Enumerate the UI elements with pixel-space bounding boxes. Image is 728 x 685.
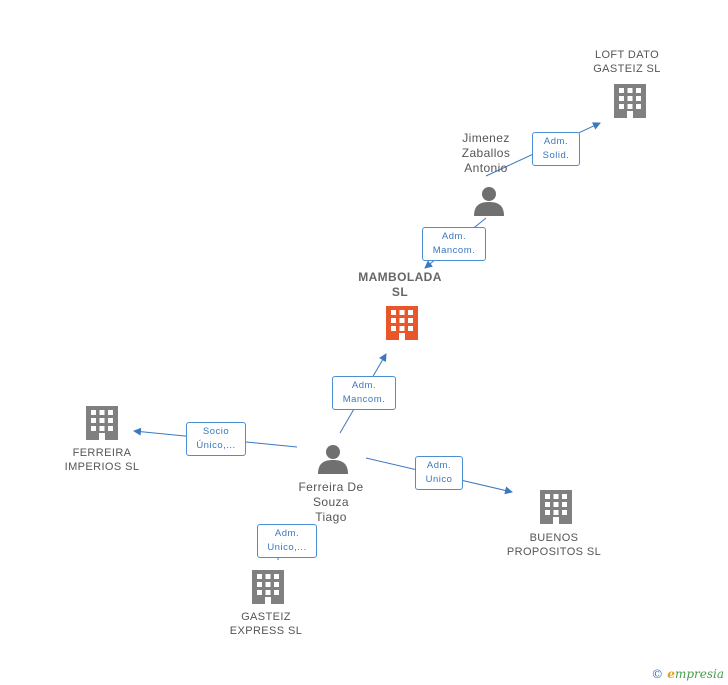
- edge-label-line: Único,...: [196, 440, 236, 451]
- label-line: Tiago: [315, 510, 347, 524]
- node-label-jimenez[interactable]: Jimenez Zaballos Antonio: [446, 131, 526, 176]
- brand-name: mpresia: [674, 667, 724, 681]
- label-line: LOFT DATO: [594, 49, 660, 61]
- label-line: Jimenez: [462, 131, 510, 145]
- edge-label-line: Adm.: [543, 136, 569, 147]
- edge-label-socio-unico[interactable]: Socio Único,...: [186, 422, 246, 456]
- node-label-ferreira-souza[interactable]: Ferreira De Souza Tiago: [283, 480, 379, 525]
- edge-label-adm-unico-gasteiz[interactable]: Adm. Unico,...: [257, 524, 317, 558]
- label-line: Antonio: [464, 161, 508, 175]
- edge-label-line: Mancom.: [432, 245, 476, 256]
- label-line: GASTEIZ SL: [593, 63, 661, 75]
- label-line: Ferreira De: [298, 480, 364, 494]
- brand-footer: ©empresia: [651, 667, 724, 681]
- building-icon[interactable]: [252, 570, 284, 604]
- building-icon[interactable]: [614, 84, 646, 118]
- edge-label-line: Adm.: [426, 460, 452, 471]
- edge-label-line: Adm.: [351, 380, 377, 391]
- edge-label-line: Solid.: [542, 150, 570, 161]
- edge-label-line: Adm.: [274, 528, 300, 539]
- edge-label-adm-mancom-jimenez[interactable]: Adm. Mancom.: [422, 227, 486, 261]
- person-icon[interactable]: [474, 187, 504, 216]
- label-line: PROPOSITOS SL: [506, 546, 602, 558]
- label-line: BUENOS: [529, 532, 579, 544]
- node-label-buenos-propositos[interactable]: BUENOS PROPOSITOS SL: [498, 531, 610, 559]
- edge-label-line: Adm.: [441, 231, 467, 242]
- label-line: MAMBOLADA: [358, 270, 442, 284]
- person-icon[interactable]: [318, 445, 348, 474]
- building-icon[interactable]: [386, 306, 418, 340]
- copyright-icon: ©: [651, 667, 664, 681]
- edge-label-line: Unico: [425, 474, 453, 485]
- node-label-gasteiz-express[interactable]: GASTEIZ EXPRESS SL: [218, 610, 314, 638]
- building-icon[interactable]: [540, 490, 572, 524]
- edge-label-line: Socio: [202, 426, 230, 437]
- brand-initial: e: [667, 667, 675, 681]
- label-line: SL: [391, 285, 409, 299]
- edge-label-adm-unico-buenos[interactable]: Adm. Unico: [415, 456, 463, 490]
- node-label-ferreira-imperios[interactable]: FERREIRA IMPERIOS SL: [52, 446, 152, 474]
- edge-label-line: Mancom.: [342, 394, 386, 405]
- label-line: IMPERIOS SL: [64, 461, 140, 473]
- node-label-mambolada[interactable]: MAMBOLADA SL: [350, 270, 450, 300]
- edge-label-line: Unico,...: [267, 542, 307, 553]
- node-label-loft-dato[interactable]: LOFT DATO GASTEIZ SL: [582, 48, 672, 76]
- label-line: Zaballos: [461, 146, 511, 160]
- label-line: FERREIRA: [72, 447, 132, 459]
- label-line: EXPRESS SL: [229, 625, 303, 637]
- building-icon[interactable]: [86, 406, 118, 440]
- label-line: Souza: [312, 495, 350, 509]
- edge-label-adm-mancom-ferreira[interactable]: Adm. Mancom.: [332, 376, 396, 410]
- label-line: GASTEIZ: [241, 611, 291, 623]
- edge-label-adm-solid[interactable]: Adm. Solid.: [532, 132, 580, 166]
